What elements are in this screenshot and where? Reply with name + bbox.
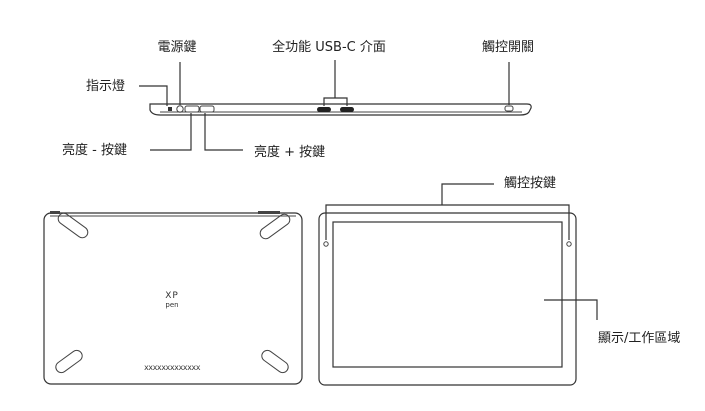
display-area-callout: [544, 299, 598, 320]
brightness-minus-label: 亮度 - 按鍵: [62, 142, 127, 158]
back-top-notch-right: [258, 211, 280, 214]
brightness-plus-label: 亮度 + 按鍵: [254, 144, 325, 160]
foot-bottom-left: [55, 349, 83, 374]
usb-c-callout: [323, 97, 348, 106]
vent-pattern: xxxxxxxxxxxxx: [144, 363, 201, 372]
brightness-minus-button: [184, 105, 200, 113]
brightness-plus-callout: [204, 113, 243, 151]
logo-line-2: pen: [165, 301, 178, 309]
foot-bottom-right: [261, 349, 289, 374]
touch-keys-callout-stem: [441, 183, 494, 205]
side-view: 電源鍵 全功能 USB-C 介面 觸控開關 指示燈 亮度 - 按鍵 亮度 + 按…: [62, 39, 534, 160]
logo-line-1: XP: [165, 291, 179, 301]
touch-key-left: [323, 241, 329, 247]
front-view: 觸控按鍵 顯示/工作區域: [318, 175, 680, 386]
touch-key-right: [566, 241, 572, 247]
back-panel: [43, 212, 303, 385]
back-top-notch-left: [50, 211, 60, 214]
usb-c-port-label: 全功能 USB-C 介面: [272, 39, 386, 55]
touch-switch-label: 觸控開關: [482, 40, 534, 55]
usb-c-port-2: [340, 107, 354, 112]
brightness-plus-button: [199, 105, 215, 113]
indicator-callout: [139, 85, 168, 106]
power-button-icon: [176, 105, 184, 113]
power-button-label: 電源鍵: [157, 39, 196, 55]
indicator-light-label: 指示燈: [86, 79, 125, 94]
foot-top-left: [57, 212, 89, 239]
indicator-light-icon: [168, 107, 172, 111]
touch-keys-callout-bracket: [325, 204, 570, 240]
front-bezel: [318, 212, 577, 386]
brightness-minus-callout: [150, 113, 192, 151]
touch-keys-label: 觸控按鍵: [504, 175, 556, 191]
foot-top-right: [259, 213, 291, 240]
device-edge: [149, 103, 532, 116]
touch-switch-icon: [504, 105, 514, 112]
back-view: XP pen xxxxxxxxxxxxx: [43, 211, 303, 385]
display-area: [332, 221, 563, 368]
display-area-label: 顯示/工作區域: [598, 331, 680, 346]
usb-c-port-1: [317, 107, 331, 112]
